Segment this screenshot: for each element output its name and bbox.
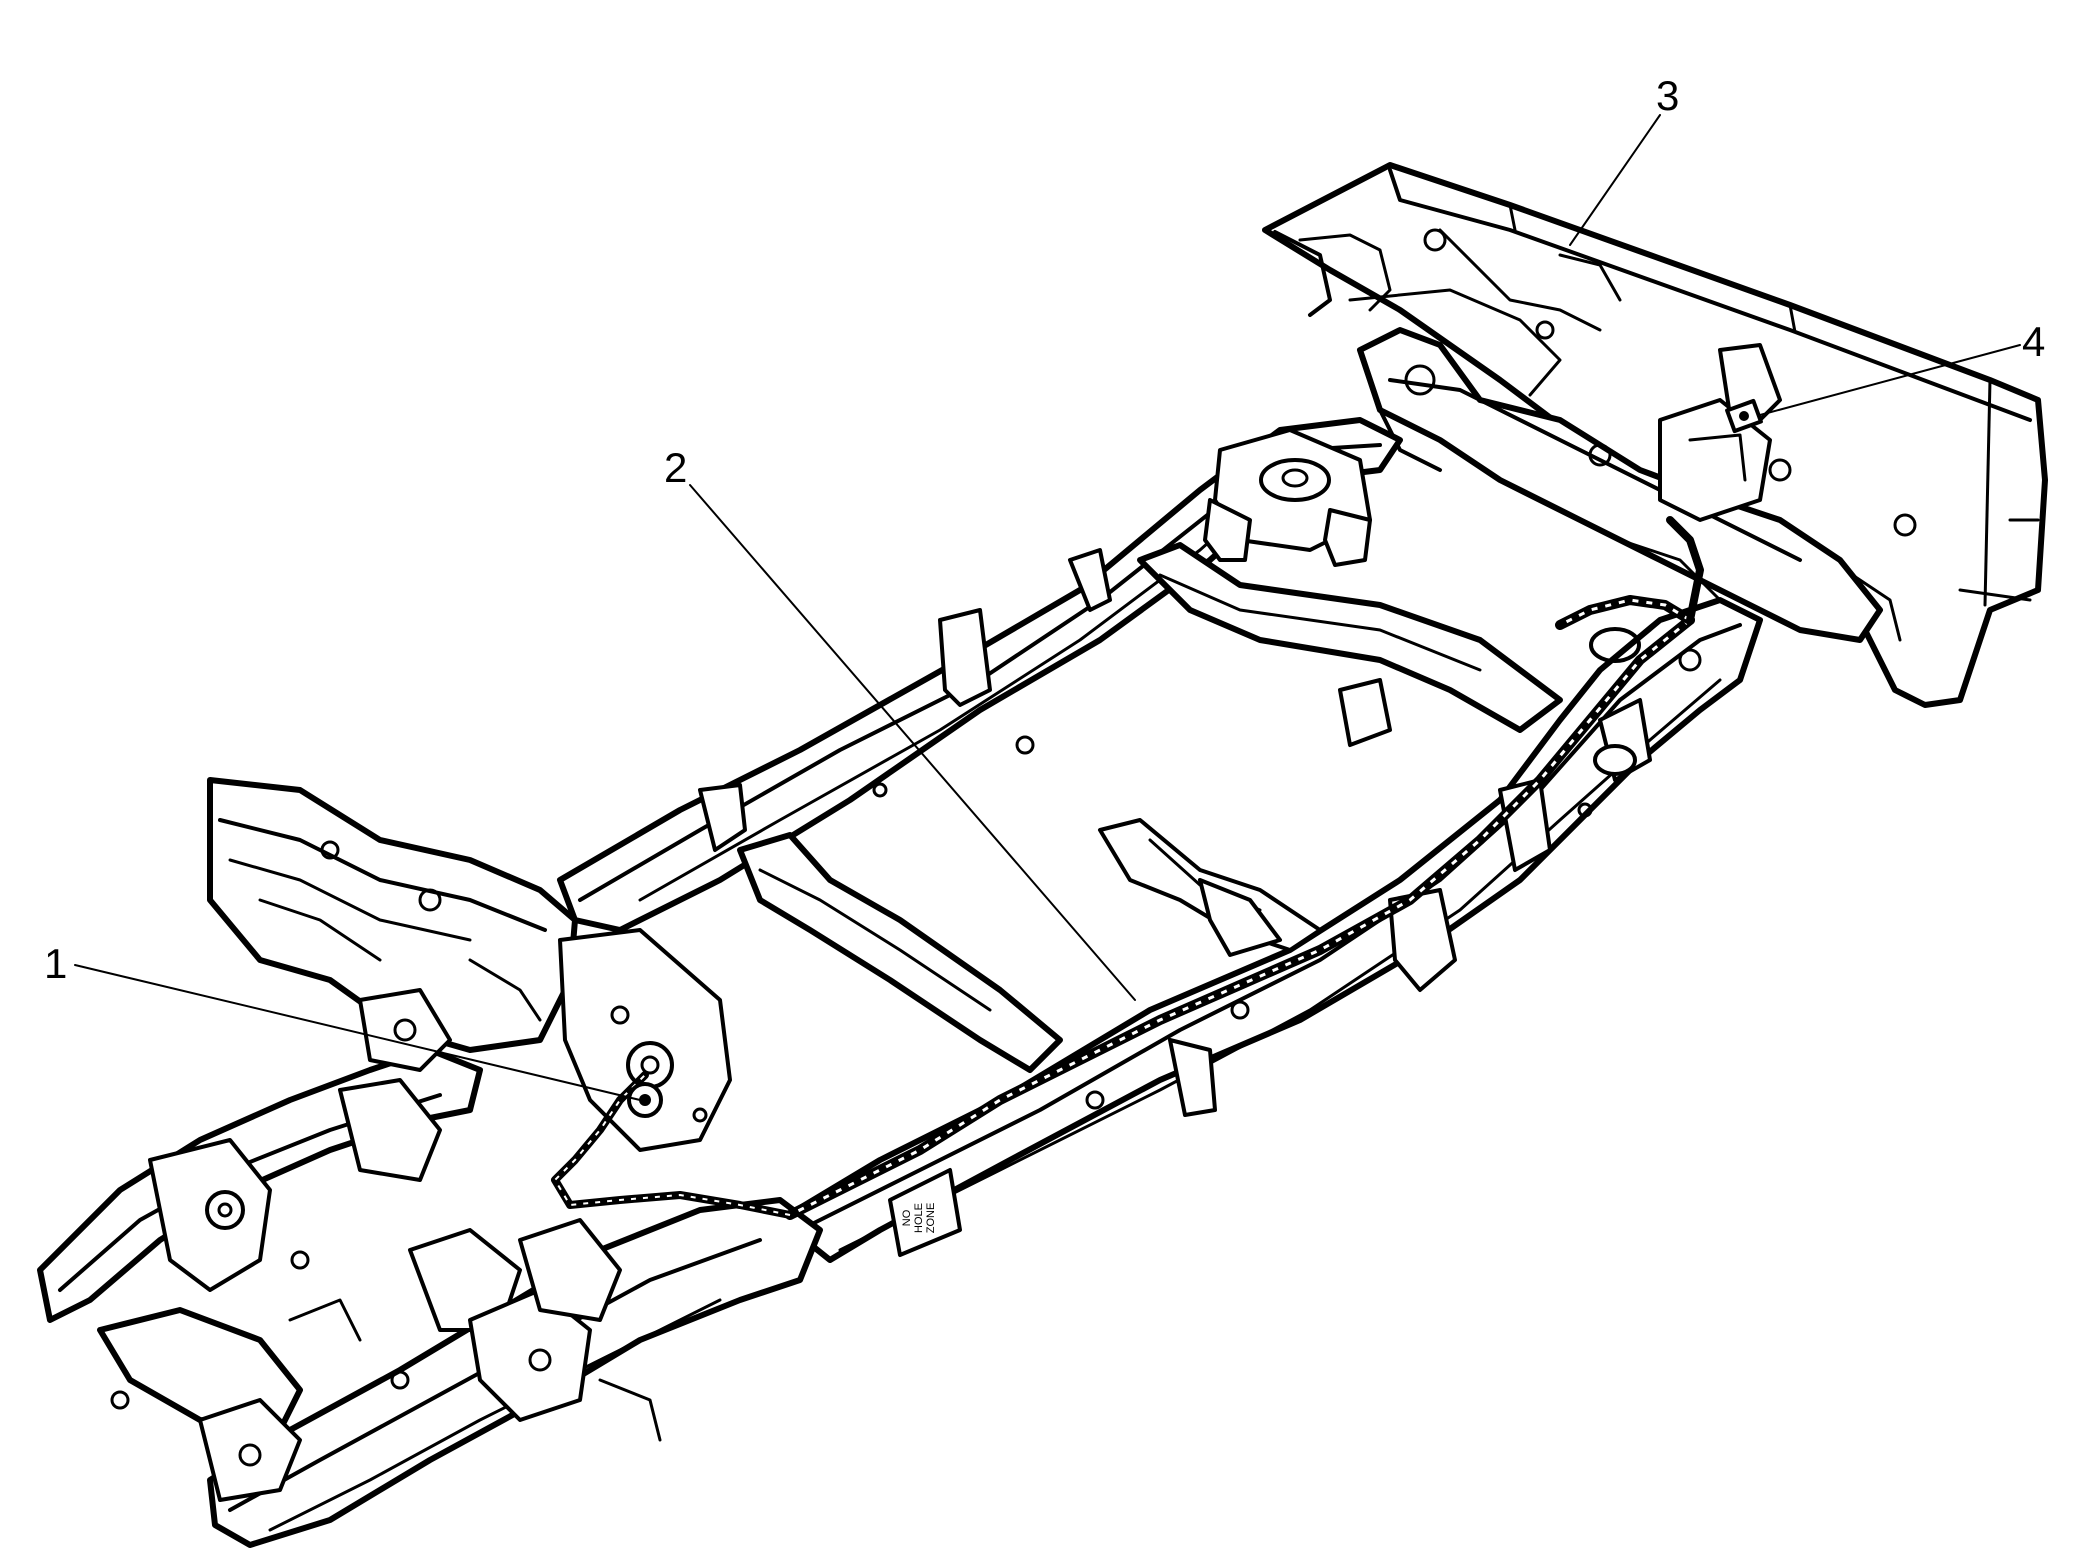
callout-label-1: 1	[44, 940, 67, 987]
leader-line-2	[689, 484, 1136, 1001]
connector-1	[627, 1082, 663, 1118]
callout-label-4: 4	[2022, 318, 2045, 365]
no-hole-zone-line-2: HOLE	[913, 1203, 925, 1233]
leader-line-4	[1759, 344, 2021, 416]
leader-line-1	[74, 964, 641, 1101]
callout-labels: 1 2 3 4	[44, 72, 2045, 987]
leader-line-3	[1569, 114, 1661, 246]
callout-label-2: 2	[664, 444, 687, 491]
left-frame-rail	[557, 417, 1403, 933]
front-cab-mount	[207, 777, 732, 1152]
front-suspension	[37, 988, 823, 1548]
no-hole-zone-label: NO HOLE ZONE	[901, 1203, 937, 1234]
connector-4	[1725, 398, 1763, 434]
leader-lines	[74, 114, 2021, 1101]
mid-crossmembers	[737, 542, 1563, 1073]
no-hole-zone-line-1: NO	[901, 1209, 913, 1226]
wiring-harness	[551, 516, 1704, 1220]
no-hole-zone-line-3: ZONE	[925, 1203, 937, 1234]
callout-label-3: 3	[1656, 72, 1679, 119]
